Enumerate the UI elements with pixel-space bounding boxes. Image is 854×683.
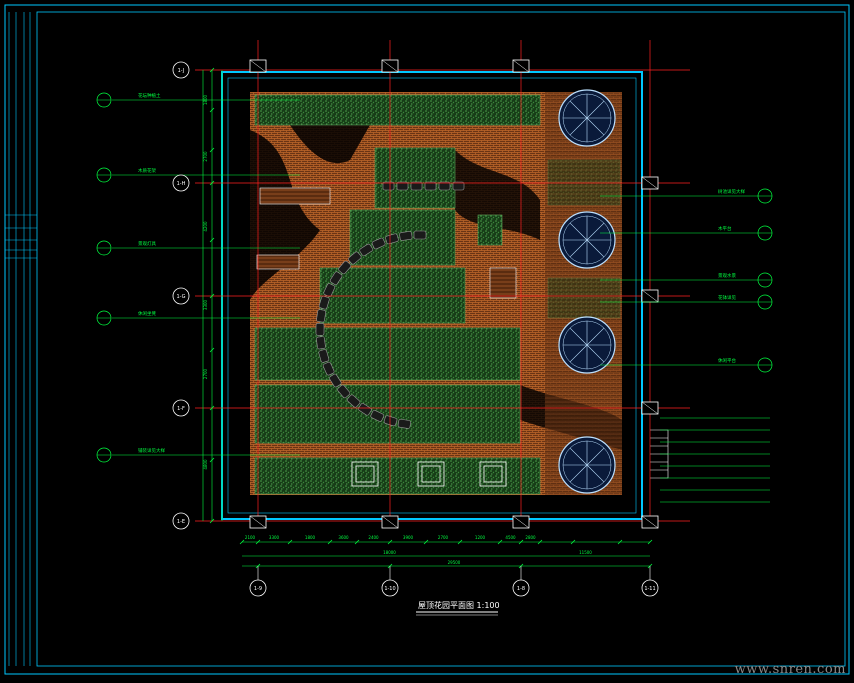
callout-right-label: 花钵详见 [718, 294, 736, 301]
path-void-right [455, 150, 540, 240]
planting-bed-center-3 [319, 267, 466, 324]
callout-right-label: 休闲平台 [718, 357, 736, 364]
svg-text:1-9: 1-9 [254, 586, 262, 592]
bench-platform-2 [256, 254, 300, 270]
axis-bubble-bottom: 1-8 [512, 579, 530, 597]
planting-bed-wide [254, 327, 521, 381]
callout-right-label: 树池详见大样 [718, 188, 745, 195]
dim-text-left: 2700 [203, 368, 208, 379]
planting-bed-lower [254, 384, 521, 444]
dim-text-bottom: 2400 [368, 535, 379, 540]
axis-bubble-left: 1-F [172, 399, 190, 417]
tree-pits [558, 89, 616, 494]
dim-text-left: 3300 [203, 299, 208, 310]
axis-bubble-bottom: 1-11 [641, 579, 659, 597]
planter-boxes [351, 461, 507, 487]
dim-text-bottom: 4500 [505, 535, 516, 540]
dim-text-left: 4200 [203, 221, 208, 232]
inner-border [36, 11, 846, 667]
path-void-top [290, 125, 370, 164]
callout-right-label: 景观水景 [718, 272, 736, 279]
axis-bubble-bottom: 1-9 [249, 579, 267, 597]
svg-text:1-F: 1-F [177, 406, 185, 412]
dim-text-bottom: 3300 [269, 535, 280, 540]
structural-grid [195, 40, 690, 522]
watermark: www.snren.com [734, 662, 846, 677]
dim-text-bottom: 2100 [245, 535, 256, 540]
curved-stepping-path [315, 181, 465, 429]
dim-text-bottom: 1800 [305, 535, 316, 540]
planting-strip-bottom [254, 457, 541, 495]
callout-left-label: 休闲坐凳 [138, 310, 156, 317]
drawing-title: 屋顶花园平面图 1:100 [418, 600, 500, 611]
tree-column [545, 92, 622, 495]
drawing-border [4, 4, 850, 675]
water-feature [489, 267, 517, 299]
svg-text:1-11: 1-11 [644, 586, 655, 592]
bench-platform-1 [259, 187, 331, 205]
dim-text-bottom: 3900 [403, 535, 414, 540]
svg-text:1-E: 1-E [177, 519, 185, 525]
svg-text:1-J: 1-J [178, 68, 185, 74]
planting-bed-top [254, 94, 541, 126]
callout-left-label: 花坛种植土 [138, 92, 161, 99]
drawing-scale: 1:100 [476, 601, 500, 610]
svg-text:1-H: 1-H [177, 181, 186, 187]
svg-text:1-G: 1-G [176, 294, 185, 300]
dim-subtotal: 11500 [579, 550, 592, 555]
dim-text-left: 4800 [203, 459, 208, 470]
dim-text-bottom: 3600 [338, 535, 349, 540]
dim-subtotal: 18000 [383, 550, 396, 555]
axis-bubble-left: 1-G [172, 287, 190, 305]
dimension-lines [202, 70, 650, 567]
dim-text-left: 1800 [203, 94, 208, 105]
callout-right-label: 木平台 [718, 225, 732, 232]
axis-bubble-left: 1-E [172, 512, 190, 530]
svg-text:1-8: 1-8 [517, 586, 525, 592]
dim-text-bottom: 2800 [525, 535, 536, 540]
planting-bed-small [477, 214, 503, 246]
dim-total: 29500 [448, 560, 461, 565]
dim-text-bottom: 1200 [475, 535, 486, 540]
axis-bubbles: 1-J 1-H 1-G 1-F 1-E 1-9 1-10 1-8 1-11 [172, 61, 659, 597]
drawing-title-text: 屋顶花园平面图 [418, 601, 474, 610]
callout-left-label: 景观灯具 [138, 240, 156, 247]
planting-bed-center-1 [374, 147, 456, 209]
dimension-labels: 2100 3300 1800 3600 2400 3900 2700 1200 4500 2800… [203, 94, 592, 565]
axis-bubble-left: 1-J [172, 61, 190, 79]
axis-bubble-bottom: 1-10 [381, 579, 399, 597]
svg-text:1-10: 1-10 [384, 586, 395, 592]
dim-text-left: 2700 [203, 151, 208, 162]
callout-left-label: 木质花架 [138, 167, 156, 174]
callout-left-label: 铺装详见大样 [138, 447, 165, 454]
structural-columns [249, 59, 659, 529]
axis-bubble-left: 1-H [172, 174, 190, 192]
dim-text-bottom: 2700 [438, 535, 449, 540]
parapet-line [227, 77, 637, 514]
title-strip [5, 12, 37, 666]
